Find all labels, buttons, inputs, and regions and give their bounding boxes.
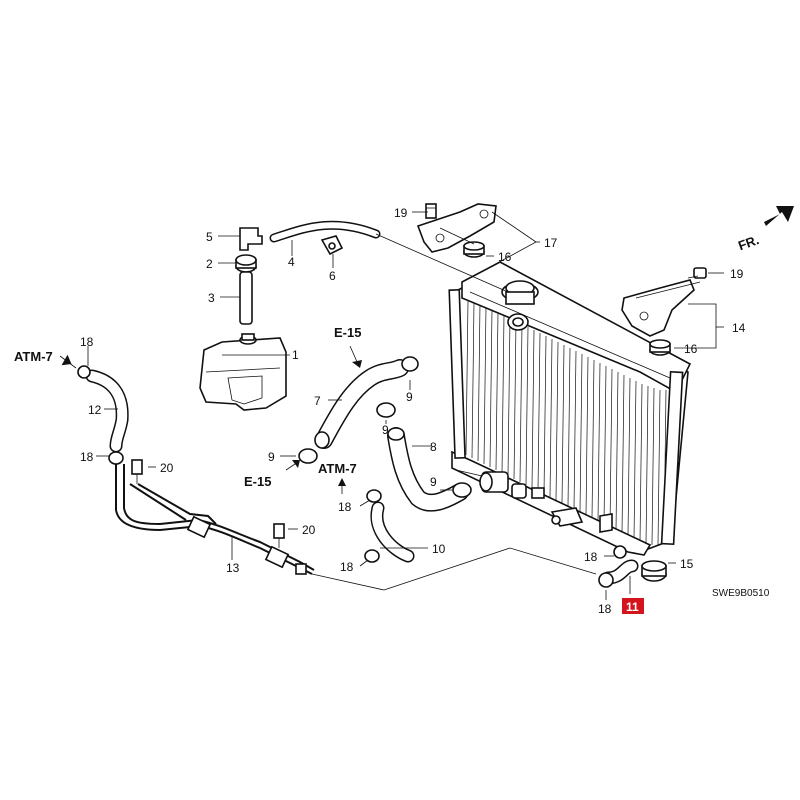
callout-19-top: 19 — [394, 206, 408, 220]
lower-outlet-neck — [479, 471, 527, 499]
callout-10: 10 — [432, 542, 446, 556]
callout-8: 8 — [430, 440, 437, 454]
ref-e15-bottom: E-15 — [244, 474, 271, 489]
callout-labels: 1 2 3 4 5 6 7 8 9 9 9 9 10 12 13 14 15 1… — [80, 206, 746, 616]
callout-1: 1 — [292, 348, 299, 362]
reserve-tank — [199, 333, 287, 411]
ref-e15-top: E-15 — [334, 325, 361, 340]
callout-9-mid: 9 — [382, 423, 389, 437]
reserve-tank-cap — [235, 254, 257, 273]
callout-17: 17 — [544, 236, 558, 250]
hose-clip — [320, 235, 344, 256]
direction-label: FR. — [736, 232, 761, 253]
ref-atm7-left: ATM-7 — [14, 349, 53, 364]
highlight-box — [622, 598, 644, 614]
radiator-upper-bracket-right — [621, 279, 695, 337]
hose-joint — [239, 227, 263, 251]
callout-16-right: 16 — [684, 342, 698, 356]
callout-20-center: 20 — [302, 523, 316, 537]
mount-cushion-16-top — [463, 241, 485, 258]
callout-20-left: 20 — [160, 461, 174, 475]
callout-12: 12 — [88, 403, 102, 417]
callout-7: 7 — [314, 394, 321, 408]
reference-arrows — [59, 345, 362, 494]
callout-2: 2 — [206, 257, 213, 271]
bolt-19-top — [425, 203, 437, 219]
atf-pipe — [115, 464, 315, 575]
callout-6: 6 — [329, 269, 336, 283]
radiator-core-fins — [465, 299, 667, 546]
callout-14: 14 — [732, 321, 746, 335]
radiator-upper-bracket-left — [416, 203, 497, 253]
leader-lines — [87, 211, 724, 600]
callout-15: 15 — [680, 557, 694, 571]
callout-18-top-left: 18 — [80, 335, 94, 349]
highlighted-callout-11: 11 — [622, 598, 644, 614]
callout-18-right: 18 — [584, 550, 598, 564]
callout-18-mid-left: 18 — [80, 450, 94, 464]
hose-clamps-9 — [298, 356, 472, 498]
bolt-19-right — [687, 267, 707, 279]
hose-clamps-18 — [77, 365, 627, 588]
callout-13: 13 — [226, 561, 240, 575]
upper-outlet-neck — [507, 313, 529, 331]
bolts-20 — [131, 459, 285, 548]
front-direction-indicator: FR. — [736, 206, 794, 253]
drain-plug-bracket — [531, 487, 613, 533]
callout-4: 4 — [288, 255, 295, 269]
callout-9-right: 9 — [430, 475, 437, 489]
callout-18-center: 18 — [338, 500, 352, 514]
callout-16-top: 16 — [498, 250, 512, 264]
grommet-15 — [641, 560, 667, 582]
callout-3: 3 — [208, 291, 215, 305]
callout-18-bottom-right: 18 — [598, 602, 612, 616]
callout-9-left: 9 — [268, 450, 275, 464]
ref-atm7-mid: ATM-7 — [318, 461, 357, 476]
radiator-assembly — [448, 261, 692, 556]
diagram-code: SWE9B0510 — [712, 588, 770, 599]
callout-18-lower-center: 18 — [340, 560, 354, 574]
callout-5: 5 — [206, 230, 213, 244]
radiator-cap — [501, 280, 539, 305]
callout-11: 11 — [626, 600, 639, 614]
mount-cushion-16-right — [649, 339, 671, 356]
reserve-tank-tube — [239, 271, 253, 325]
reference-labels: ATM-7 ATM-7 E-15 E-15 — [14, 325, 361, 489]
callout-9-top: 9 — [406, 390, 413, 404]
callout-19-right: 19 — [730, 267, 744, 281]
